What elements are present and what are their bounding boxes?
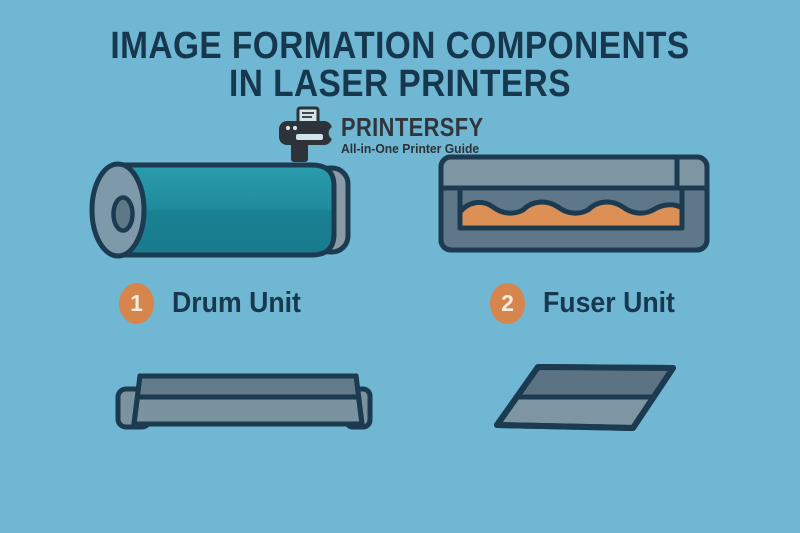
fuser-unit-caption: 2 Fuser Unit bbox=[490, 283, 686, 324]
brand-name: PRINTERSFY bbox=[341, 112, 484, 142]
fuser-unit-illustration bbox=[438, 154, 710, 253]
drum-unit-caption: 1 Drum Unit bbox=[119, 283, 312, 324]
roller-bar-illustration bbox=[115, 373, 373, 430]
drum-unit-label: Drum Unit bbox=[172, 287, 301, 319]
angled-plate-illustration bbox=[494, 364, 676, 431]
title-line-1: IMAGE FORMATION COMPONENTS bbox=[110, 25, 690, 67]
page-title: IMAGE FORMATION COMPONENTS IN LASER PRIN… bbox=[48, 27, 752, 103]
number-badge-2: 2 bbox=[490, 283, 525, 324]
number-badge-1: 1 bbox=[119, 283, 154, 324]
printer-logo-icon bbox=[279, 106, 332, 162]
brand-logo: PRINTERSFY All-in-One Printer Guide bbox=[276, 105, 511, 163]
brand-logo-text: PRINTERSFY All-in-One Printer Guide bbox=[341, 105, 511, 156]
fuser-unit-label: Fuser Unit bbox=[543, 287, 675, 319]
drum-unit-illustration bbox=[89, 161, 351, 259]
brand-tagline: All-in-One Printer Guide bbox=[341, 142, 480, 156]
title-line-2: IN LASER PRINTERS bbox=[229, 63, 571, 105]
